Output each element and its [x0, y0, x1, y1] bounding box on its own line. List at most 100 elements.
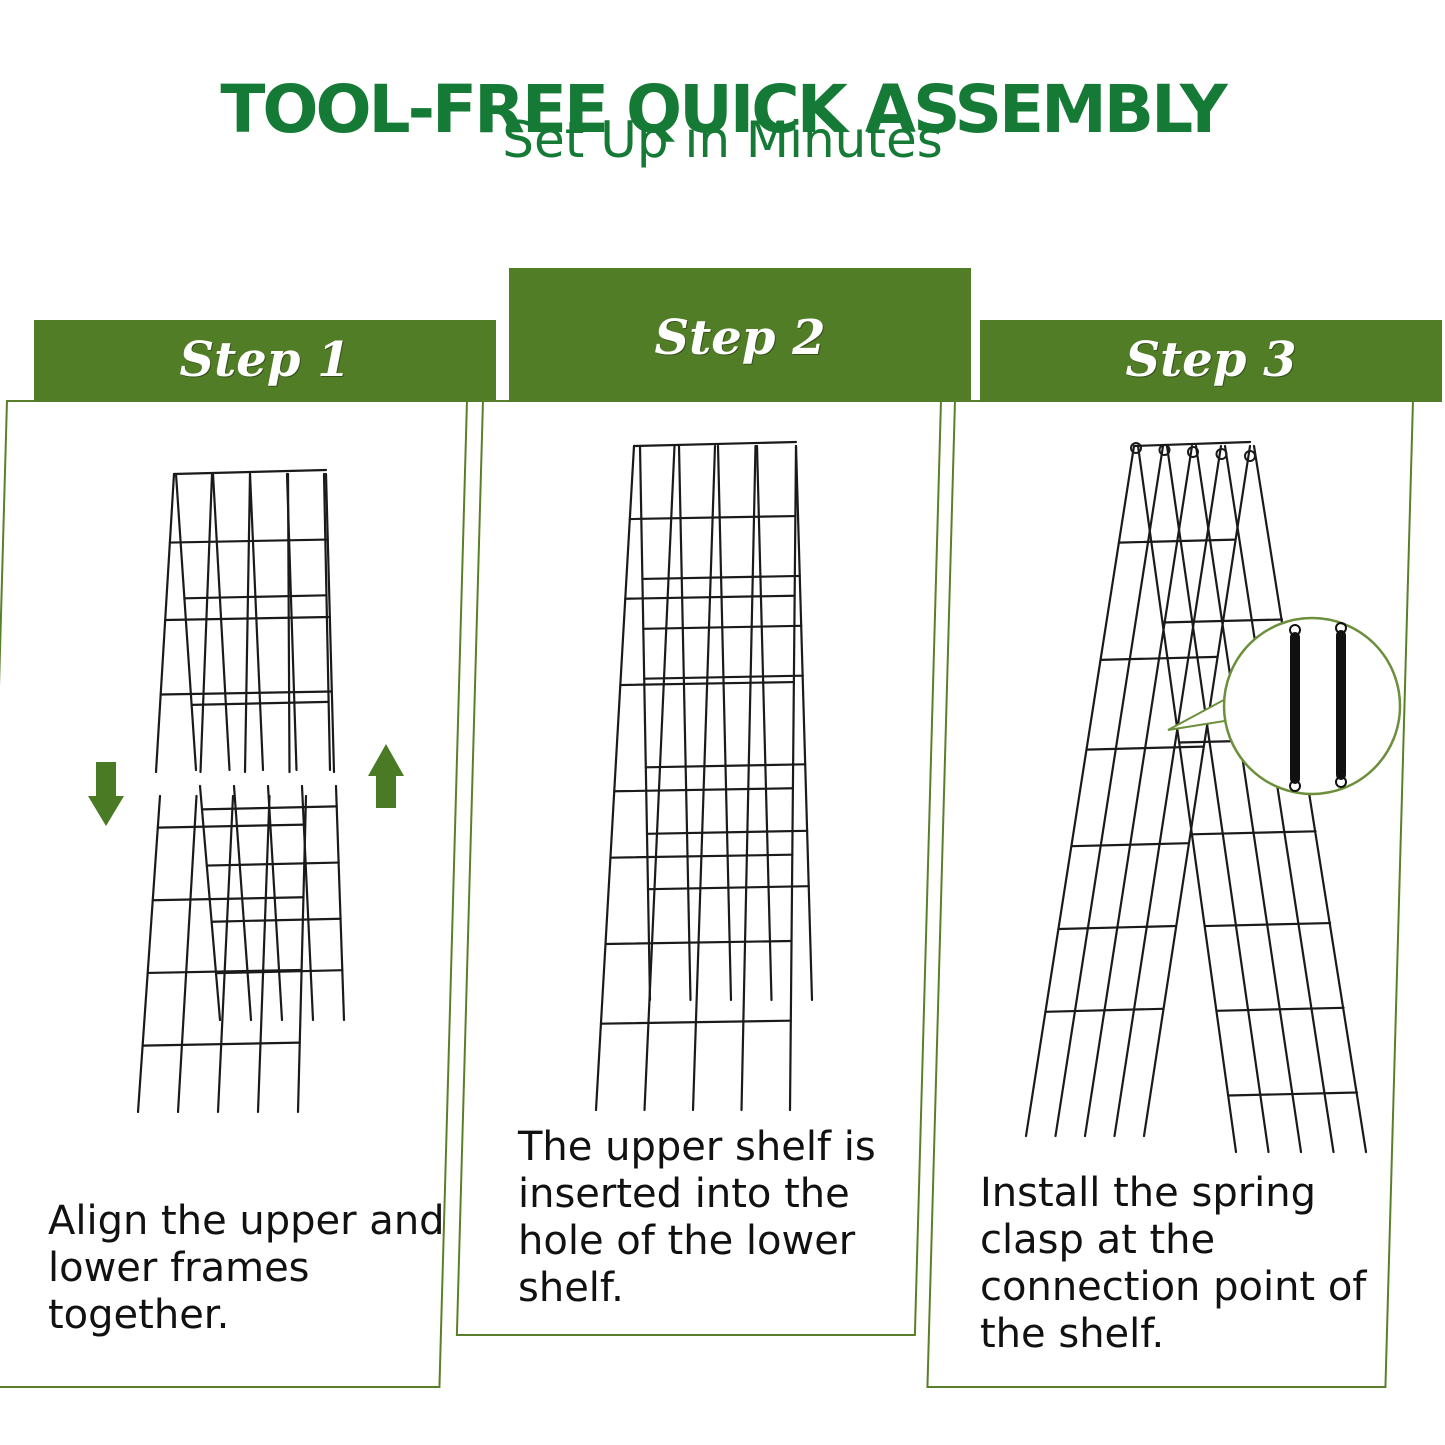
frame-post — [136, 794, 162, 1114]
page-subtitle: Set Up in Minutes — [502, 111, 943, 169]
frame-rung — [1215, 1006, 1345, 1012]
frame-post — [154, 472, 176, 774]
frame-post — [740, 444, 757, 1112]
arrow-down-icon — [88, 762, 124, 826]
step-3-description: Install the spring clasp at the connecti… — [980, 1170, 1367, 1357]
frame-rung — [190, 700, 330, 706]
frame-post — [1054, 444, 1165, 1138]
frame-rung — [1099, 655, 1219, 662]
hook-ring — [1130, 442, 1142, 454]
step-1-label: Step 1 — [179, 332, 351, 388]
frame-post — [211, 472, 231, 772]
step-1-description: Align the upper and lower frames togethe… — [48, 1198, 445, 1338]
frame-post — [691, 444, 717, 1112]
frame-rung — [168, 538, 329, 544]
frame-top-bar — [1132, 440, 1252, 448]
frame-post — [794, 444, 814, 1002]
frame-top-bar — [172, 468, 328, 476]
frame-post — [1194, 444, 1303, 1154]
frame-post — [788, 444, 798, 1112]
frame-rung — [642, 624, 803, 630]
frame-post — [256, 794, 271, 1114]
frame-post — [285, 472, 298, 772]
frame-top-bar — [632, 440, 798, 448]
frame-post — [1252, 444, 1368, 1154]
frame-rung — [200, 805, 338, 811]
frame-rung — [1085, 745, 1205, 751]
frame-post — [300, 784, 315, 1022]
frame-post — [216, 794, 235, 1114]
hook-ring — [1187, 446, 1199, 458]
step-2-label: Step 2 — [654, 310, 826, 366]
frame-post — [1136, 444, 1238, 1154]
frame-post — [334, 784, 346, 1022]
frame-rung — [641, 574, 801, 581]
frame-post — [324, 472, 336, 774]
step-2-header: Step 2 — [509, 268, 971, 402]
arrow-up-icon — [368, 744, 404, 808]
frame-rung — [624, 594, 796, 600]
upper-frame — [154, 468, 336, 774]
spring-clasp-callout — [1222, 616, 1402, 796]
frame-rung — [1044, 1007, 1165, 1013]
frame-post — [1165, 444, 1270, 1154]
frame-post — [232, 784, 253, 1022]
frame-rung — [1161, 618, 1284, 624]
hook-ring — [1244, 450, 1256, 462]
frame-rung — [156, 823, 307, 829]
frame-rung — [628, 514, 797, 521]
lower-frame — [136, 784, 346, 1114]
frame-rung — [619, 680, 795, 687]
frame-post — [594, 444, 636, 1112]
frame-post — [198, 784, 222, 1022]
frame-post — [755, 444, 773, 1002]
frame-rung — [1117, 538, 1237, 544]
frame-post — [174, 472, 198, 772]
frame-rung — [646, 885, 810, 891]
frame-rung — [609, 853, 794, 859]
step-1-header: Step 1 — [34, 320, 496, 402]
frame-rung — [1190, 830, 1317, 836]
frame-rung — [210, 917, 342, 923]
frame-post — [1024, 444, 1136, 1138]
frame-post — [322, 472, 332, 772]
frame-post — [716, 444, 733, 1002]
frame-rung — [645, 829, 809, 835]
hook-ring — [1215, 448, 1228, 460]
frame-rung — [604, 939, 793, 946]
spring-clasp-icon — [1289, 622, 1347, 792]
frame-rung — [205, 861, 340, 867]
frame-rung — [141, 1041, 301, 1047]
frame-rung — [1227, 1091, 1359, 1097]
frame-rung — [159, 690, 334, 696]
frame-post — [1113, 444, 1223, 1138]
frame-rung — [214, 969, 344, 975]
assembled-trellis — [594, 440, 814, 1112]
step-3-label: Step 3 — [1125, 332, 1297, 388]
frame-rung — [1070, 842, 1190, 848]
step-3-header: Step 3 — [980, 320, 1442, 402]
frame-post — [199, 472, 214, 774]
frame-rung — [643, 674, 804, 680]
page-title: TOOL-FREE QUICK ASSEMBLY — [220, 71, 1227, 149]
frame-post — [677, 444, 692, 1002]
frame-rung — [151, 896, 305, 902]
frame-rung — [1057, 924, 1177, 931]
a-frame-trellis — [1024, 440, 1368, 1154]
frame-rung — [1203, 921, 1332, 928]
frame-rung — [644, 763, 807, 769]
frame-post — [266, 784, 284, 1022]
frame-rung — [146, 968, 303, 975]
frame-post — [638, 444, 652, 1002]
frame-rung — [164, 615, 332, 622]
hook-ring — [1158, 444, 1171, 456]
frame-post — [243, 472, 252, 774]
frame-post — [1142, 444, 1252, 1138]
frame-post — [1223, 444, 1335, 1154]
frame-rung — [599, 1019, 792, 1025]
frame-post — [248, 472, 265, 772]
frame-post — [176, 794, 198, 1114]
frame-rung — [183, 594, 328, 600]
